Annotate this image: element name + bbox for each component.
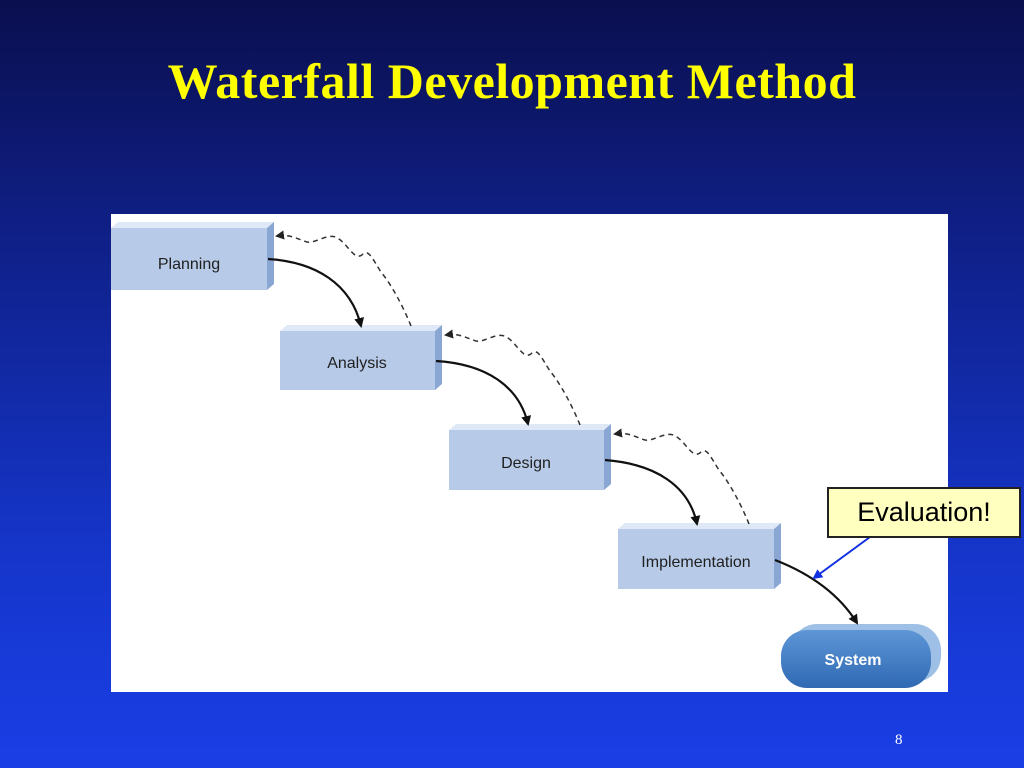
- stage-implementation: Implementation: [618, 523, 781, 589]
- output-system-body: [781, 630, 931, 688]
- flow-arrow-planning-to-analysis: [267, 257, 365, 328]
- output-system: System: [781, 624, 941, 688]
- callout-pointer-line: [812, 536, 871, 580]
- feedback-arrow-implementation-to-design: [613, 428, 750, 525]
- slide-title: Waterfall Development Method: [167, 53, 857, 109]
- stage-design-label: Design: [501, 455, 551, 472]
- flow-arrow-design-to-implementation: [604, 458, 701, 526]
- stage-analysis-front: [280, 331, 435, 390]
- stage-implementation-front: [618, 529, 774, 589]
- output-system-label: System: [825, 652, 882, 669]
- waterfall-diagram: Planning Analysis Design Implementation: [111, 214, 948, 692]
- evaluation-callout: Evaluation!: [827, 487, 1021, 538]
- stage-planning: Planning: [111, 222, 274, 290]
- stage-implementation-side: [774, 523, 781, 589]
- stage-design-front: [449, 430, 604, 490]
- stage-analysis-label: Analysis: [327, 355, 387, 372]
- callout-pointer: [812, 536, 871, 580]
- stage-planning-top: [111, 222, 274, 228]
- stage-implementation-label: Implementation: [641, 554, 750, 571]
- stage-design: Design: [449, 424, 611, 490]
- stage-design-side: [604, 424, 611, 490]
- stage-planning-label: Planning: [158, 256, 220, 273]
- feedback-arrow-analysis-to-planning: [275, 230, 412, 327]
- stage-design-top: [449, 424, 611, 430]
- waterfall-diagram-svg: Planning Analysis Design Implementation: [111, 222, 941, 688]
- stage-analysis-side: [435, 325, 442, 390]
- flow-arrow-analysis-to-design: [435, 359, 532, 426]
- flow-arrow-implementation-to-system: [774, 558, 859, 625]
- stage-implementation-top: [618, 523, 781, 529]
- stage-analysis: Analysis: [280, 325, 442, 390]
- stage-analysis-top: [280, 325, 442, 331]
- page-number: 8: [895, 732, 903, 748]
- stage-planning-front: [111, 228, 267, 290]
- stage-planning-side: [267, 222, 274, 290]
- feedback-arrow-design-to-analysis: [444, 329, 581, 426]
